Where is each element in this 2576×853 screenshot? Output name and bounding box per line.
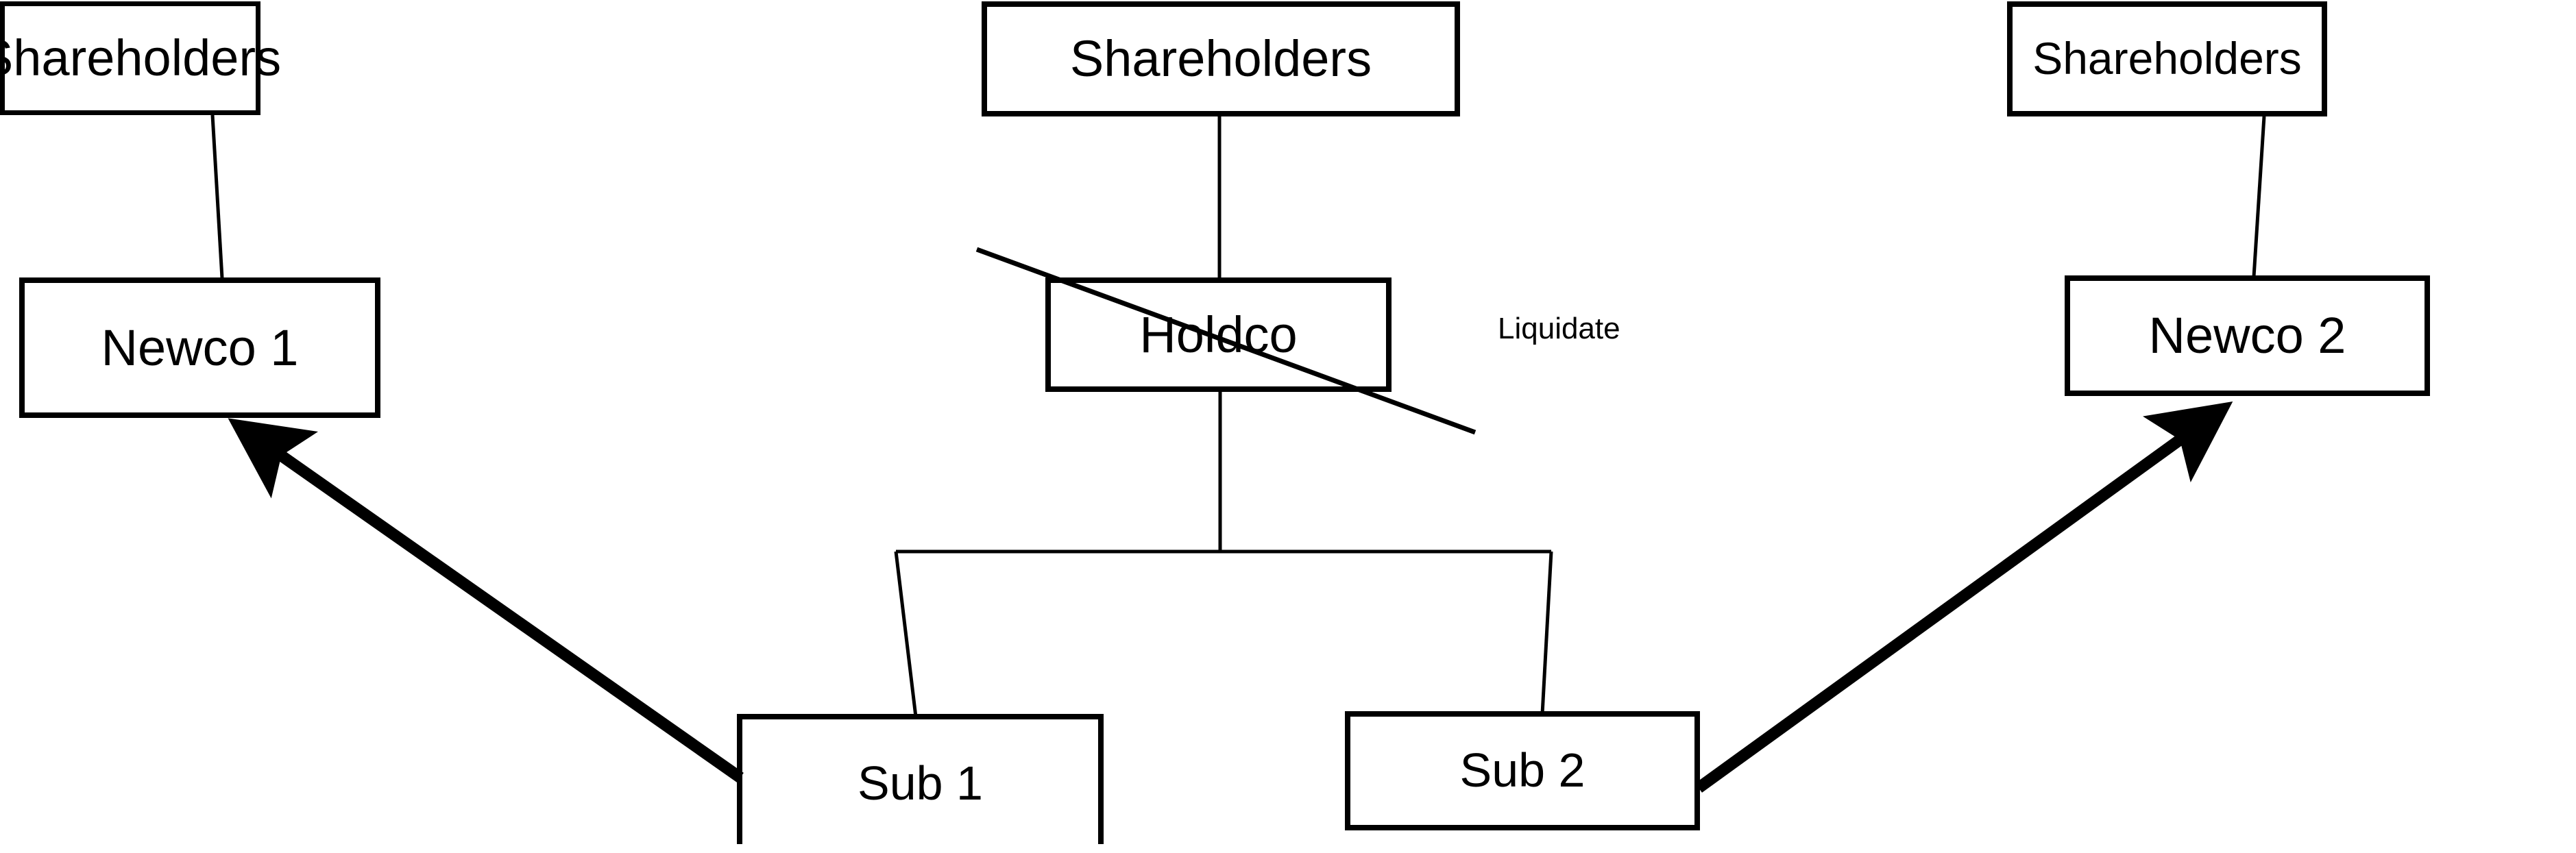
- node-box-sub2[interactable]: [1345, 711, 1700, 830]
- arrow-sub1-to-newco1: [228, 418, 744, 782]
- connector-shareholders-right-to-newco2: [2252, 116, 2266, 277]
- connector-bus-to-sub2: [1540, 551, 1553, 715]
- node-box-newco2[interactable]: [2065, 275, 2430, 396]
- connector-bus-to-sub1: [894, 551, 918, 717]
- node-box-sub1[interactable]: [737, 714, 1104, 844]
- node-box-shareholders-right[interactable]: [2007, 1, 2327, 116]
- node-box-shareholders-left[interactable]: [0, 1, 260, 115]
- node-box-newco1[interactable]: [19, 277, 380, 418]
- annotation-liquidate: Liquidate: [1498, 312, 1620, 345]
- arrow-sub2-to-newco2: [1695, 401, 2233, 793]
- holdco-strikethrough-line: [975, 247, 1477, 435]
- node-box-shareholders-center[interactable]: [982, 1, 1460, 116]
- connector-shareholders-left-to-newco1: [210, 114, 224, 279]
